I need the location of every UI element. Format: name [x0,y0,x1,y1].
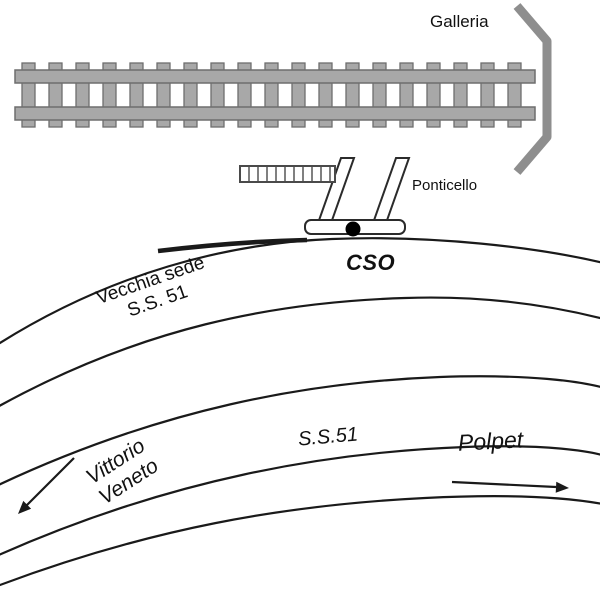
polpet-arrow-line [451,480,557,489]
road-curve-old-upper [0,237,600,345]
rail-top [14,69,536,84]
road-curve-ss51-upper [0,375,600,486]
railway-track [14,62,536,128]
vittorio-veneto-arrow [18,457,75,514]
vittorio-arrow-head [18,500,32,514]
polpet-arrow [451,480,569,493]
old-road-thick-segment [157,237,308,254]
rail-bottom [14,106,536,121]
galleria-label: Galleria [430,12,489,31]
vittorio-arrow-line [26,457,75,506]
galleria-portal-line [513,3,552,175]
ponticello-label: Ponticello [412,177,478,194]
road-curve-old-lower [0,296,600,407]
bridge-deck-rungs [248,166,331,182]
bridge-deck [239,165,336,183]
road-curve-bottom [0,495,600,587]
cso-label: CSO [346,250,396,275]
road-curve-ss51-lower [0,445,600,556]
footbridge [239,157,411,237]
bridge-leg-right [370,157,411,227]
polpet-arrow-head [555,481,569,493]
bridge-dot [345,221,361,237]
polpet-label: Polpet [457,426,524,456]
